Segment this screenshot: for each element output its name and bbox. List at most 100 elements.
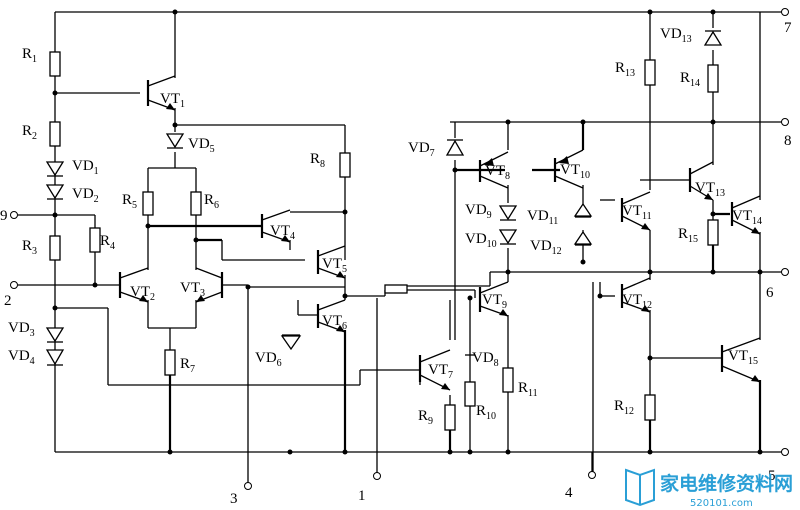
pin-label-2: 2 (4, 293, 12, 309)
book-logo-icon (625, 468, 655, 507)
terminals (10, 8, 789, 490)
label-vd12: VD12 (530, 238, 562, 257)
pin-label-1: 1 (358, 488, 366, 504)
label-vd7: VD7 (408, 140, 435, 159)
resistor-r14 (707, 64, 719, 93)
transistor-vt11 (620, 191, 651, 231)
diode-vd7 (445, 139, 465, 156)
label-vd8: VD8 (472, 350, 499, 369)
resistor-series (384, 284, 408, 294)
resistor-r15 (707, 219, 719, 246)
label-vd1: VD1 (72, 158, 99, 177)
label-vt2: VT2 (130, 284, 155, 303)
resistor-r2 (49, 121, 61, 147)
label-r4: R4 (100, 233, 115, 252)
label-vt10: VT10 (560, 162, 590, 181)
transistor-vt14 (730, 195, 761, 235)
label-vt4: VT4 (270, 223, 295, 242)
label-vd3: VD3 (8, 320, 35, 339)
label-vt7: VT7 (428, 362, 453, 381)
label-vt13: VT13 (695, 180, 725, 199)
junctions (52, 9, 763, 455)
label-vt9: VT9 (482, 292, 507, 311)
label-r8: R8 (310, 151, 325, 170)
resistor-r13 (644, 59, 656, 86)
label-vt8: VT8 (485, 163, 510, 182)
label-vt6: VT6 (322, 313, 347, 332)
transistor-vt15 (720, 337, 761, 383)
pin-label-6: 6 (766, 285, 774, 301)
pin-label-7: 7 (784, 20, 792, 36)
terminal-pin9 (10, 211, 18, 219)
transistor-vt1 (146, 75, 176, 111)
transistor-vt10 (553, 149, 584, 189)
resistor-r8 (339, 152, 351, 178)
diode-vd1 (45, 161, 65, 177)
label-vt15: VT15 (728, 348, 758, 367)
transistor-vt6 (316, 299, 346, 333)
component-labels: R1 R2 VD1 VD2 R3 R4 VD3 VD4 VT1 VD5 R5 R… (8, 26, 762, 427)
diode-vd12 (573, 230, 593, 245)
transistor-vt13 (688, 161, 714, 201)
resistor-r3 (49, 235, 61, 261)
transistor-vt9 (478, 281, 509, 317)
watermark-text: 家电维修资料网 (660, 472, 793, 495)
label-vd10: VD10 (465, 231, 497, 250)
terminal-pin2 (10, 281, 18, 289)
diode-vd9 (498, 205, 518, 221)
resistor-r4 (89, 227, 101, 253)
pin-label-8: 8 (784, 133, 792, 149)
label-r10: R10 (476, 403, 496, 422)
diode-vd11 (573, 202, 593, 217)
transistor-vt8 (478, 151, 509, 189)
diode-vd5 (165, 133, 185, 149)
resistor-r12 (644, 394, 656, 421)
transistor-vt5 (316, 245, 346, 279)
label-r2: R2 (22, 123, 37, 142)
label-r14: R14 (680, 70, 700, 89)
terminal-pin4 (588, 471, 596, 479)
resistor-r9 (444, 404, 456, 431)
resistor-r6 (190, 191, 202, 216)
diode-vd4 (45, 349, 65, 366)
label-vd4: VD4 (8, 348, 35, 367)
resistor-r1 (49, 51, 61, 77)
pin-label-3: 3 (230, 491, 238, 507)
label-vt3: VT3 (180, 280, 205, 299)
watermark: 家电维修资料网 520101.com (625, 468, 793, 509)
label-vd5: VD5 (188, 136, 215, 155)
wires (18, 11, 782, 485)
label-r12: R12 (614, 398, 634, 417)
diode-vd10 (498, 229, 518, 245)
label-vd13: VD13 (660, 26, 692, 45)
label-r5: R5 (122, 192, 137, 211)
pin-label-5: 5 (768, 468, 776, 484)
transistor-vt7 (418, 349, 451, 391)
resistor-r11 (502, 367, 514, 393)
transistors (118, 75, 761, 391)
label-r9: R9 (418, 408, 433, 427)
resistor-r10 (464, 381, 476, 407)
diode-vd6 (280, 335, 302, 351)
resistors (49, 51, 719, 431)
terminal-pin1 (373, 472, 381, 480)
terminal-pin6 (781, 268, 789, 276)
watermark-url: 520101.com (690, 498, 753, 509)
terminal-pin3 (244, 482, 252, 490)
label-vd11: VD11 (527, 208, 558, 227)
transistor-vt3 (195, 267, 224, 303)
label-vt5: VT5 (322, 256, 347, 275)
transistor-vt4 (260, 209, 291, 243)
label-vt12: VT12 (622, 292, 652, 311)
label-vd6: VD6 (255, 350, 282, 369)
diode-vd13 (703, 30, 723, 46)
label-vt1: VT1 (160, 91, 185, 110)
terminal-pin7 (781, 8, 789, 16)
label-vd2: VD2 (72, 186, 99, 205)
label-vt11: VT11 (622, 203, 652, 222)
diode-vd2 (45, 184, 65, 200)
pin-label-9: 9 (0, 208, 8, 224)
resistor-r7 (164, 349, 176, 376)
transistor-vt12 (620, 277, 651, 313)
